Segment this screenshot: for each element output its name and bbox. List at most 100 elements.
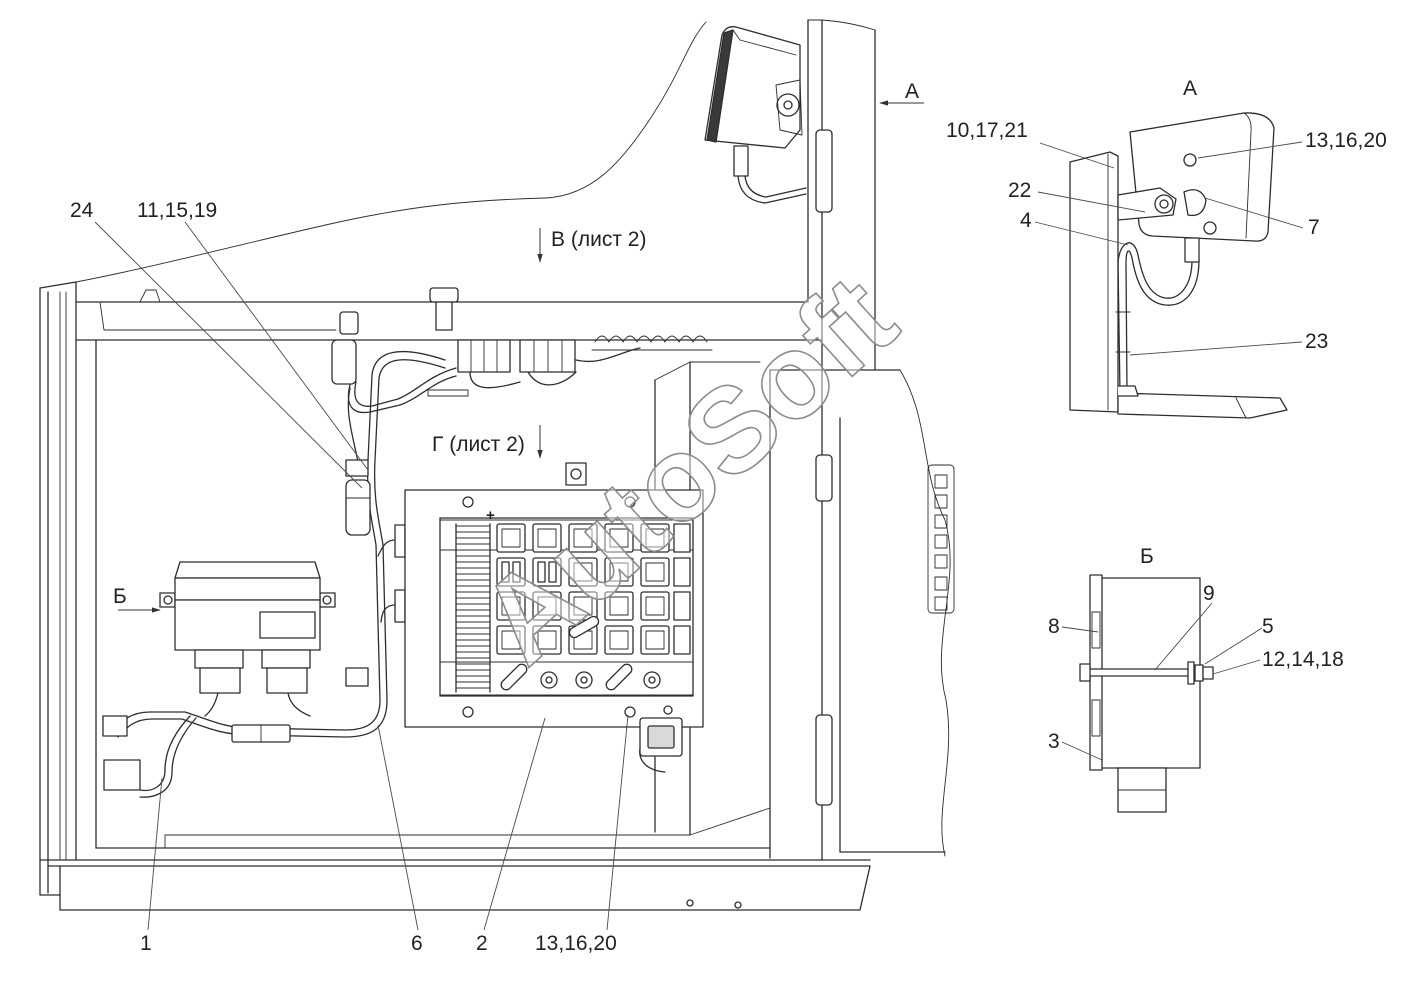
floor-plate-edge bbox=[1235, 397, 1247, 419]
ecu-mount-hole bbox=[163, 595, 173, 605]
leader-5 bbox=[1204, 627, 1263, 665]
relay-slot bbox=[532, 625, 562, 655]
display-screw bbox=[1203, 221, 1217, 235]
box-side-tab bbox=[394, 524, 406, 558]
section-g-label: Г (лист 2) bbox=[432, 433, 525, 456]
relay-slot bbox=[640, 557, 670, 587]
wiring-harness bbox=[111, 335, 713, 798]
ecu-mount-tab bbox=[319, 592, 336, 608]
relay-slot-edge bbox=[673, 557, 691, 587]
ecu-wire bbox=[287, 692, 311, 717]
relay-slot-edge bbox=[673, 625, 691, 655]
callout-4: 4 bbox=[1020, 209, 1032, 232]
relay-grid bbox=[455, 523, 691, 693]
ground-stud bbox=[570, 468, 582, 480]
floor-plate bbox=[1117, 392, 1288, 419]
power-terminal-center bbox=[580, 676, 588, 684]
display-cable bbox=[1117, 242, 1193, 395]
view-b bbox=[1079, 574, 1214, 813]
view-b-title: Б bbox=[1140, 545, 1154, 568]
frame-outer-left bbox=[39, 287, 61, 896]
callout-13-16-20: 13,16,20 bbox=[535, 932, 617, 955]
leader-13-16-20 bbox=[606, 714, 629, 931]
connector-wire bbox=[469, 371, 521, 389]
diagnostic-socket-face bbox=[647, 725, 675, 749]
relay-slot bbox=[640, 591, 670, 621]
fuse-relay-box bbox=[394, 462, 704, 757]
vent-slot bbox=[934, 534, 948, 549]
power-terminal-center bbox=[648, 676, 656, 684]
ecu-lower-wire bbox=[139, 717, 197, 798]
nut bbox=[1202, 666, 1214, 680]
relay-slot-inner bbox=[501, 630, 521, 650]
wire-comb bbox=[594, 335, 708, 343]
shelf-bump bbox=[139, 289, 161, 303]
socket-screw bbox=[663, 705, 673, 715]
relay-slot bbox=[496, 591, 526, 621]
power-terminal bbox=[575, 671, 593, 689]
base-hole bbox=[734, 901, 742, 909]
door-vent-frame bbox=[927, 464, 955, 614]
leader-22 bbox=[1037, 191, 1146, 213]
callout-11-15-19: 11,15,19 bbox=[137, 199, 217, 222]
lower-connector bbox=[103, 759, 141, 791]
display-cable-plug bbox=[733, 145, 749, 177]
leader-3 bbox=[1061, 741, 1103, 761]
inline-fuse-holder bbox=[345, 479, 371, 536]
harness-trunk bbox=[111, 350, 446, 733]
section-v-label: В (лист 2) bbox=[551, 228, 646, 251]
relay-slot bbox=[532, 523, 562, 553]
relay-slot bbox=[604, 557, 634, 587]
power-terminal-center bbox=[545, 676, 553, 684]
bracket-nut bbox=[1154, 194, 1174, 214]
harness-branch bbox=[354, 367, 457, 407]
callout-7: 7 bbox=[1308, 216, 1320, 239]
floor-step bbox=[164, 834, 691, 849]
view-arrows bbox=[118, 100, 924, 613]
relay-slot bbox=[604, 591, 634, 621]
fuse-link bbox=[568, 615, 600, 639]
relay-slot-inner bbox=[501, 528, 521, 548]
plate-tab bbox=[1091, 699, 1101, 737]
gland-body bbox=[435, 301, 453, 331]
door-inner-edge bbox=[839, 417, 946, 853]
relay-slot bbox=[604, 523, 634, 553]
relay-slot-inner bbox=[609, 630, 629, 650]
relay-slot bbox=[568, 557, 598, 587]
view-a-title: А bbox=[1183, 77, 1197, 100]
leader-9 bbox=[1154, 602, 1213, 671]
mount-hole bbox=[624, 496, 636, 508]
callout-8: 8 bbox=[1048, 615, 1060, 638]
callout-12-14-18: 12,14,18 bbox=[1262, 648, 1344, 671]
callout-1: 1 bbox=[140, 932, 152, 955]
mount-hole bbox=[462, 706, 474, 718]
display-bracket-pivot bbox=[776, 93, 800, 117]
vent-slot bbox=[934, 474, 948, 489]
relay-slot-inner bbox=[645, 562, 665, 582]
relay-slot bbox=[640, 625, 670, 655]
leader-12-14-18 bbox=[1212, 659, 1261, 675]
vent-slot bbox=[934, 596, 948, 611]
power-terminal bbox=[540, 671, 558, 689]
cab-door bbox=[769, 369, 955, 859]
cabin-frame bbox=[39, 281, 871, 911]
ecu-connector bbox=[261, 649, 311, 669]
relay-slot-edge bbox=[673, 591, 691, 621]
relay-slot bbox=[568, 523, 598, 553]
display-main-view bbox=[704, 26, 807, 204]
box-side-tab bbox=[394, 589, 406, 623]
leader-11-15-19 bbox=[184, 221, 369, 471]
leader-6 bbox=[377, 724, 419, 931]
gland-nut bbox=[429, 287, 459, 303]
vent-slot bbox=[934, 576, 948, 591]
lower-connector bbox=[102, 715, 128, 737]
relay-slot bbox=[532, 591, 562, 621]
relay-slot-inner bbox=[537, 596, 557, 616]
ecu-lower-wire bbox=[139, 715, 191, 792]
display-cable bbox=[744, 175, 807, 198]
mount-hole bbox=[624, 706, 636, 718]
callout-6: 6 bbox=[411, 932, 423, 955]
base-hole bbox=[686, 899, 694, 907]
frame-top-corner bbox=[39, 281, 77, 289]
relay-pin-slot bbox=[501, 561, 510, 583]
